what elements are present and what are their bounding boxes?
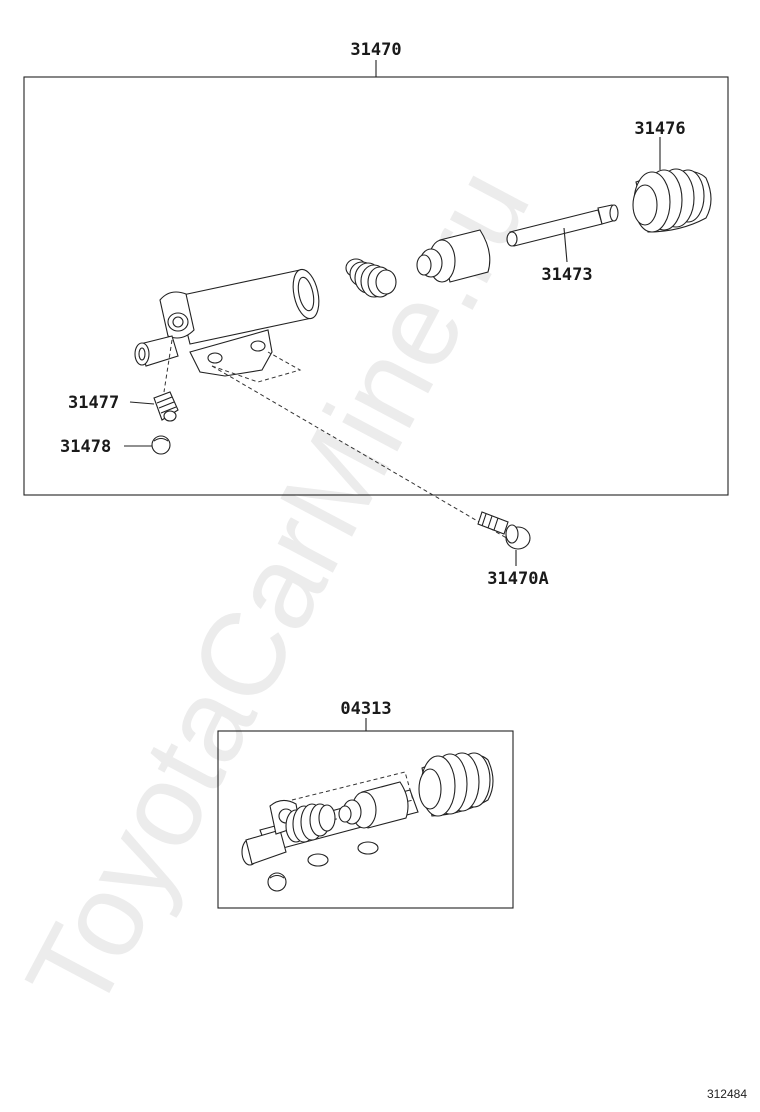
bleeder-cap[interactable]	[151, 435, 171, 455]
boot-label[interactable]: 31476	[634, 119, 685, 139]
main-assembly-label[interactable]: 31470	[350, 40, 401, 60]
bolt-dash-line	[211, 365, 511, 541]
main-assembly-box	[23, 76, 729, 496]
kit-piston[interactable]	[338, 781, 409, 829]
kit-box	[217, 730, 514, 909]
bolt-label[interactable]: 31470A	[487, 569, 548, 589]
bolt[interactable]	[477, 511, 531, 550]
push-rod-leader	[563, 227, 568, 263]
kit-spring[interactable]	[285, 803, 336, 843]
kit-label[interactable]: 04313	[340, 699, 391, 719]
cylinder-body[interactable]	[134, 267, 323, 377]
bleeder-dash-line	[163, 339, 173, 393]
bleeder-plug-label[interactable]: 31477	[68, 393, 119, 413]
kit-cap[interactable]	[267, 872, 287, 892]
bleeder-plug[interactable]	[153, 391, 179, 422]
spring[interactable]	[345, 258, 397, 298]
piston[interactable]	[416, 229, 491, 283]
main-assembly-group: 31470	[23, 40, 729, 541]
reference-number: 312484	[707, 1087, 747, 1101]
bleeder-cap-label[interactable]: 31478	[60, 437, 111, 457]
kit-group: 04313	[217, 699, 514, 909]
push-rod[interactable]	[506, 204, 619, 247]
bleeder-plug-leader	[129, 401, 155, 405]
kit-boot[interactable]	[418, 752, 494, 817]
push-rod-label[interactable]: 31473	[541, 265, 592, 285]
flange-dash-outline	[211, 351, 302, 383]
boot[interactable]	[632, 168, 712, 233]
